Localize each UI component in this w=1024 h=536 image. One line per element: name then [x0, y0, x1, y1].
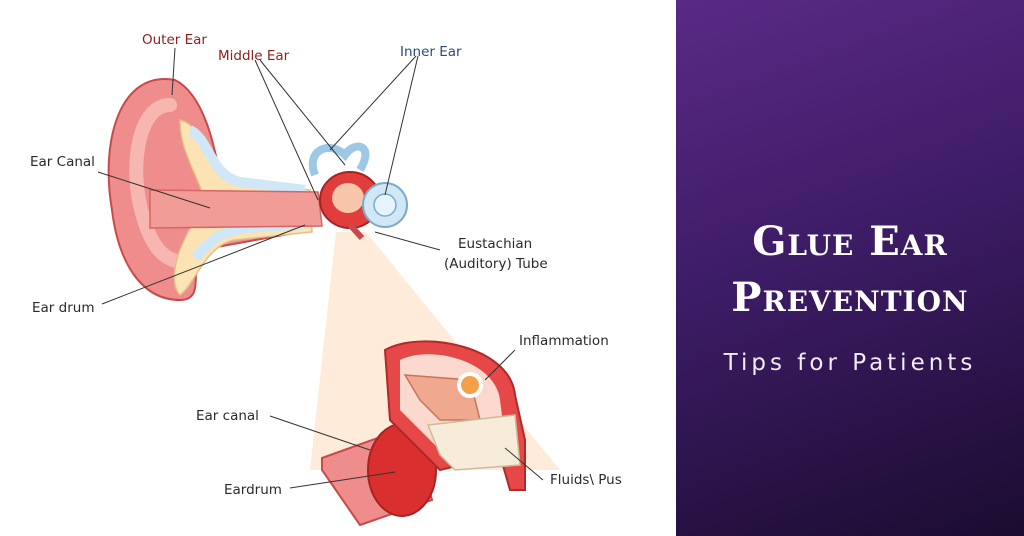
label-eustachian-2: (Auditory) Tube — [444, 256, 548, 272]
pinna-inner — [129, 98, 189, 269]
label-ear-drum: Ear drum — [32, 300, 95, 316]
title-line-2: Prevention — [731, 274, 969, 321]
title-panel: Glue Ear Prevention Tips for Patients — [676, 0, 1024, 536]
label-eustachian-1: Eustachian — [458, 236, 533, 252]
ear-canal-shape — [149, 189, 323, 229]
label-inner-ear: Inner Ear — [400, 44, 462, 60]
label-ear-canal: Ear Canal — [30, 154, 95, 170]
label-ear-canal-zoom: Ear canal — [196, 408, 259, 424]
ear-anatomy-diagram: Outer Ear Middle Ear Inner Ear Ear Canal… — [30, 32, 622, 527]
canal-lining-bottom — [191, 219, 306, 262]
leader-lines — [97, 47, 544, 489]
subtitle: Tips for Patients — [723, 350, 977, 376]
label-fluids-pus: Fluids\ Pus — [550, 472, 622, 488]
semicircular-canals — [308, 142, 370, 177]
zoom-fluid — [426, 414, 521, 471]
ear-illustration — [97, 47, 560, 527]
label-middle-ear: Middle Ear — [218, 48, 290, 64]
canal-lining — [187, 125, 306, 195]
label-inflammation: Inflammation — [519, 333, 609, 349]
inflammation-marker — [457, 372, 483, 398]
eustachian-tube — [347, 222, 365, 241]
label-eardrum-zoom: Eardrum — [224, 482, 282, 498]
label-outer-ear: Outer Ear — [142, 32, 207, 48]
title-line-1: Glue Ear — [752, 218, 948, 265]
